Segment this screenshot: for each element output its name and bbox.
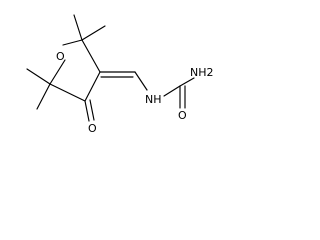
carbonyl-oxygen-label: O [88,122,97,135]
bond-amide-nitrogen-urea-carbon [163,85,181,97]
bond-alkene-carbon-carbonyl-carbon [84,71,101,102]
ring-oxygen-label: O [56,50,65,63]
bond-ring-oxygen-top-carbon [62,39,83,46]
structure-canvas: O O NH O NH2 [0,0,247,151]
molecule-diagram: O O NH O NH2 [26,14,214,135]
bond-carbonyl-carbon-left-carbon [49,83,86,102]
amine-label-text: NH2 [190,66,214,79]
urea-oxygen-label: O [178,109,187,122]
bond-top-carbon-alkene-carbon [81,39,101,73]
bond-top-carbon-methyl-right [81,25,106,41]
bond-carbonyl-double-b [89,99,95,121]
bonds [26,14,195,122]
bond-left-carbon-methyl-left [26,68,51,85]
amide-nitrogen-label: NH [145,93,162,106]
bond-urea-carbon-amine [179,77,195,87]
bond-carbonyl-double-a [84,100,90,122]
bond-ring-oxygen-left-carbon [49,59,66,85]
bond-left-carbon-methyl-bottom [36,83,51,110]
bond-top-carbon-methyl-left [73,14,83,41]
bond-vinylic-carbon-amide-nitrogen [134,71,148,91]
amine-label: NH2 [190,66,214,79]
